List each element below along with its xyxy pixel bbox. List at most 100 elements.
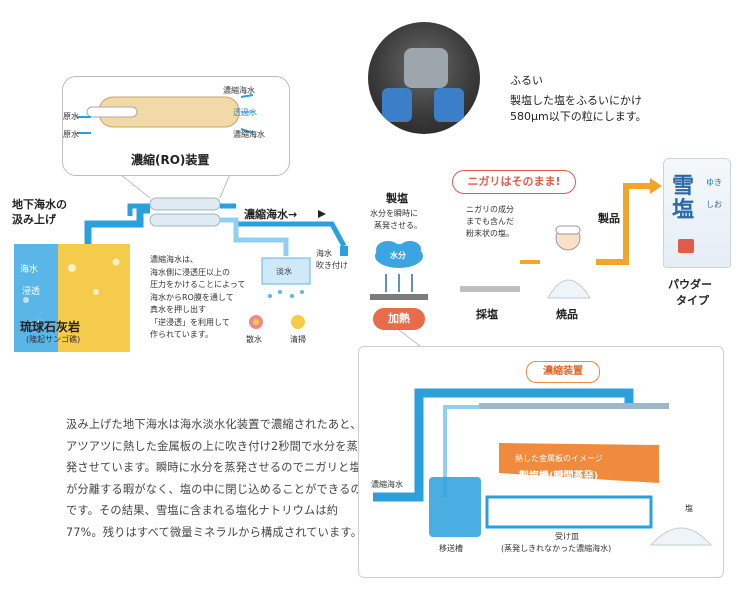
ro-detail-box: 原水 原水 濃縮海水 透過水 濃縮海水 濃縮(RO)装置	[62, 76, 290, 176]
cloud-label: 水分	[390, 251, 406, 260]
evaporation-line-1: 水分を瞬時に	[370, 209, 418, 218]
ro-raw-water-label: 原水	[63, 112, 79, 121]
sprinkle-drop	[268, 294, 272, 298]
nigari-line-1: ニガリの成分	[466, 205, 514, 214]
seawater-dot	[23, 297, 29, 303]
drying-label: 焼品	[556, 308, 578, 321]
ro-membrane-diagram	[77, 94, 254, 134]
fresh-water-label: 淡水	[276, 267, 292, 276]
fresh-water-tank	[261, 257, 311, 285]
product-arrow	[596, 183, 650, 265]
concentrator-diagram	[373, 388, 713, 546]
sieve-photo	[368, 22, 480, 134]
blue-bucket	[434, 88, 464, 122]
bag-small-text: ゆき	[706, 178, 722, 187]
sprinkle-drop	[290, 294, 294, 298]
ro-explanation-line: 作られています。	[150, 330, 213, 339]
blue-bucket	[382, 88, 412, 122]
ro-permeate-label: 透過水	[233, 108, 257, 117]
concentrator-pipe	[373, 388, 634, 502]
nigari-line-2: までも含んだ	[466, 217, 514, 226]
ro-explanation-line: 海水からRO膜を通して	[150, 292, 234, 302]
spray-label-line-2: 吹き付け	[316, 261, 348, 270]
scrape-plate	[460, 286, 520, 292]
limestone-dot	[112, 258, 120, 266]
zoom-tank-label: 移送槽	[439, 544, 463, 553]
ro-module-bottom	[149, 213, 221, 227]
product-label: 製品	[598, 212, 620, 225]
ro-explanation-line: 真水を押し出す	[150, 305, 206, 314]
sieve-line-1: 製塩した塩をふるいにかけ	[510, 94, 642, 107]
zoom-recv-line-1: 受け皿	[555, 532, 579, 541]
sieve-title: ふるい	[510, 74, 543, 87]
concentrator-detail-box: 濃縮装置 濃縮海水 移送槽 熱した金属板のイメージ 製塩機(瞬間蒸発) 塩 受け…	[358, 346, 724, 578]
seawater-layer	[14, 244, 58, 352]
product-bag: 雪塩 ゆき しお	[663, 158, 731, 268]
rock-sublabel: (隆起サンゴ礁)	[26, 335, 81, 344]
spray-label-line-1: 海水	[316, 249, 332, 258]
sprinkle-drop	[300, 290, 304, 294]
fresh-water-pipe	[220, 217, 289, 256]
worker-cap	[555, 225, 581, 235]
ro-explanation-line: 圧力をかけることによって	[150, 280, 246, 289]
ro-arrow	[240, 128, 254, 134]
spray-nozzle	[340, 246, 348, 256]
concentrated-flow-label: 濃縮海水→	[244, 208, 298, 221]
flower-center	[253, 319, 259, 325]
limestone-dot	[68, 264, 76, 272]
ro-core-tube	[86, 106, 138, 118]
concentrated-arrow-head	[318, 210, 326, 218]
ro-explanation-line: 海水側に浸透圧以上の	[150, 267, 230, 277]
salt-mound	[649, 527, 713, 546]
transfer-tank	[429, 477, 481, 537]
salt-pile	[547, 279, 591, 299]
ro-explanation-line: 濃縮海水は、	[150, 255, 198, 264]
spray-bar	[479, 403, 669, 409]
seawater-dot	[37, 319, 43, 325]
cleaning-label: 清掃	[290, 335, 306, 344]
ro-pointer-line	[119, 173, 151, 199]
bag-small-text: しお	[706, 200, 722, 209]
bag-name: 雪塩	[672, 174, 695, 223]
zoom-input-label: 濃縮海水	[371, 480, 403, 489]
ro-concentrated-label: 濃縮海水	[233, 130, 265, 139]
heated-plate	[370, 294, 428, 300]
zoom-salt-label: 塩	[685, 504, 693, 513]
steam-cloud-icon	[376, 241, 400, 259]
heating-badge: 加熱	[373, 308, 425, 330]
zoom-heat-plate-line-2: 製塩機(瞬間蒸発)	[519, 471, 599, 482]
scrape-label: 採塩	[476, 308, 498, 321]
nigari-line-3: 粉末状の塩。	[466, 229, 514, 238]
powder-line-1: パウダー	[668, 278, 712, 291]
rock-label: 琉球石灰岩	[20, 320, 81, 334]
ro-title: 濃縮(RO)装置	[131, 153, 210, 167]
seawater-label: 海水	[20, 265, 39, 275]
ro-explanation: 濃縮海水は、 海水側に浸透圧以上の 圧力をかけることによって 海水からRO膜を通…	[150, 254, 270, 342]
salt-making-label: 製塩	[386, 192, 408, 205]
ro-raw-water-label: 原水	[63, 130, 79, 139]
zoom-recv-line-2: (蒸発しきれなかった濃縮海水)	[501, 544, 612, 553]
description-paragraph: 汲み上げた地下海水は海水淡水化装置で濃縮されたあと、アツアツに熱した金属板の上に…	[66, 418, 363, 539]
sprinkle-label: 散水	[246, 335, 262, 344]
product-arrow-head	[650, 178, 662, 194]
steam-cloud-icon	[399, 241, 421, 257]
sieve-line-2: 580μm以下の粒にします。	[510, 110, 647, 123]
ro-arrow	[240, 94, 254, 98]
sprinkle-drop	[278, 290, 282, 294]
pump-pipe-loop	[127, 203, 150, 216]
ro-concentrated-label: 濃縮海水	[223, 86, 255, 95]
heat-plate	[499, 443, 659, 483]
permeation-label: 浸透	[22, 287, 41, 297]
zoom-heat-plate-line-1: 熱した金属板のイメージ	[515, 454, 603, 463]
ro-module-top	[149, 197, 221, 211]
pump-title-line-2: 汲み上げ	[12, 213, 56, 226]
zoom-pointer-line	[398, 329, 421, 347]
limestone-dot	[93, 289, 99, 295]
receiving-tray	[485, 495, 653, 529]
cleaning-icon	[291, 315, 305, 329]
ro-explanation-line: 「逆浸透」を利用して	[150, 317, 230, 327]
concentrated-pipe-long	[236, 221, 347, 248]
pump-pipe	[84, 206, 150, 244]
pump-title-line-1: 地下海水の	[12, 198, 67, 211]
